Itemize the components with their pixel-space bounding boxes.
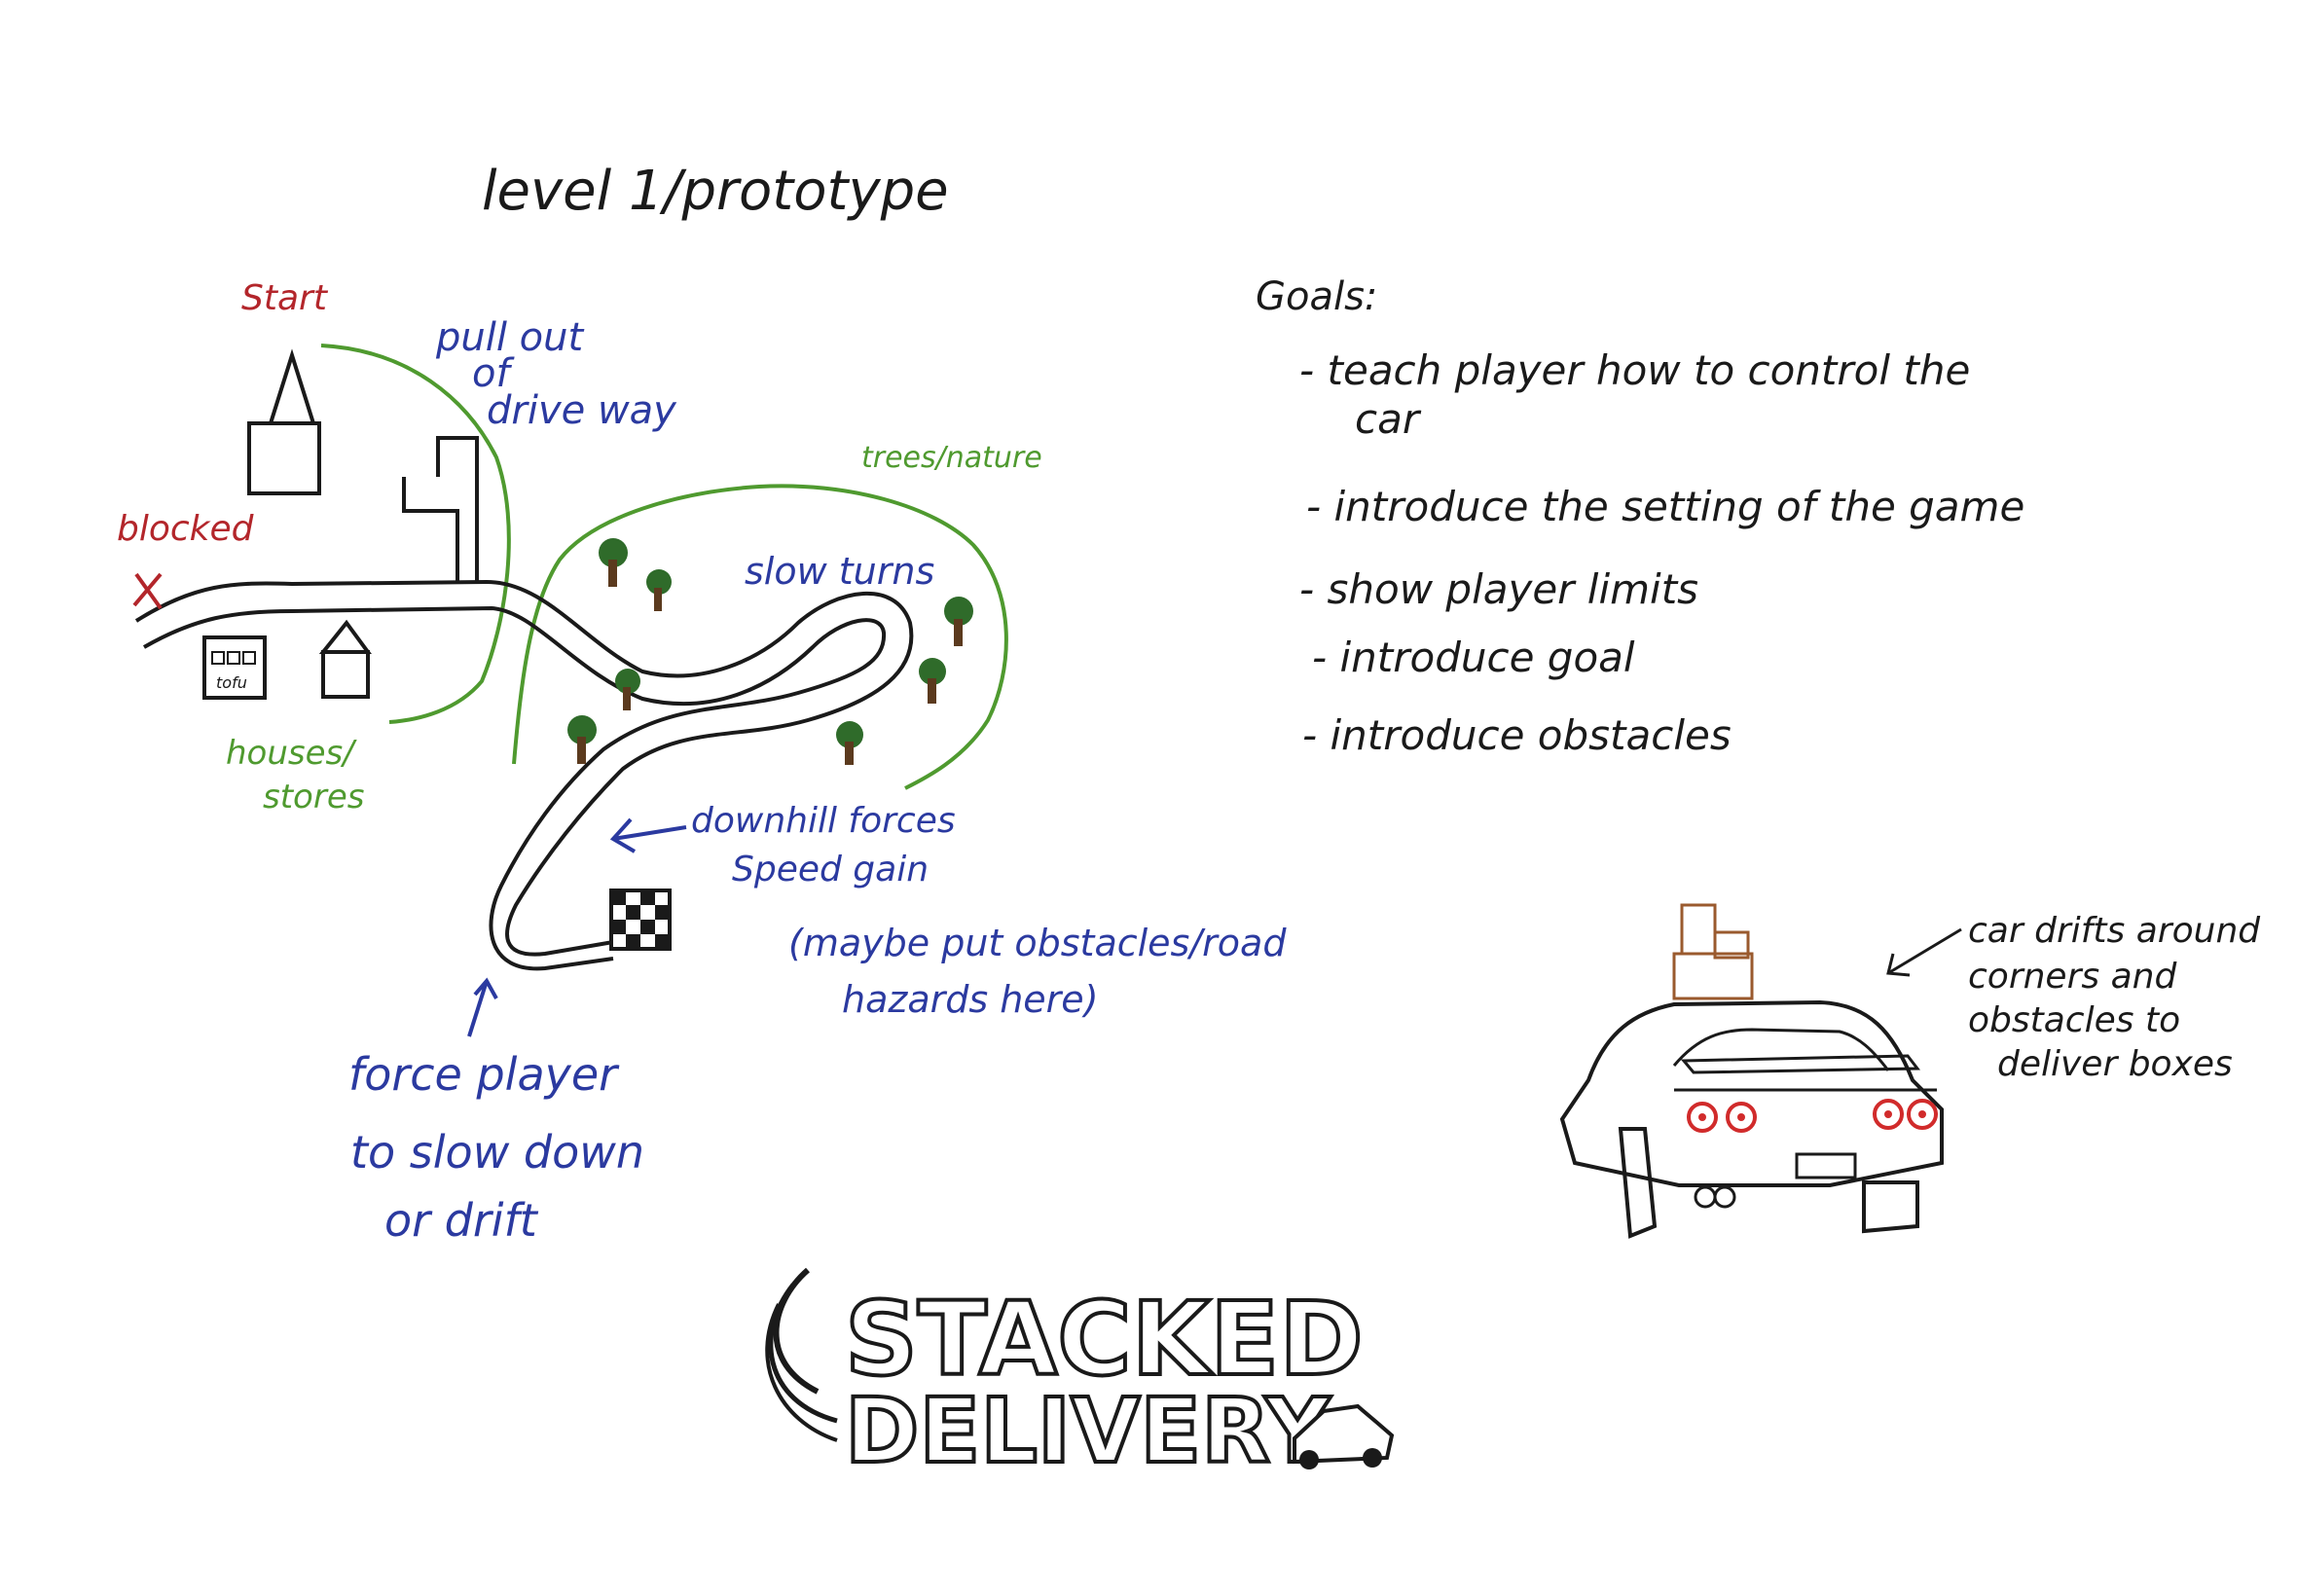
tree-icon (919, 658, 946, 704)
car-note-line-4: deliver boxes (1997, 1044, 2233, 1084)
goals-list: Goals: - teach player how to control the… (1256, 274, 2024, 759)
slow-turns-note: slow turns (745, 550, 934, 593)
goal-item: - teach player how to control the (1299, 346, 1970, 394)
obstacles-note-line-2: hazards here) (842, 978, 1099, 1021)
store-sign-text: tofu (216, 673, 247, 692)
page-title: level 1/prototype (482, 160, 949, 223)
finish-flag-icon (609, 889, 672, 951)
goal-item-continued: car (1355, 395, 1422, 443)
game-logo: STACKED DELIVERY (765, 1267, 1395, 1485)
start-label: Start (241, 278, 329, 318)
goals-heading: Goals: (1256, 274, 1377, 319)
blocked-label: blocked (117, 509, 255, 549)
tree-icon (567, 715, 597, 764)
tofu-store-icon: tofu (202, 635, 267, 700)
blocked-x-icon (132, 572, 163, 610)
goal-item: - introduce the setting of the game (1306, 483, 2024, 530)
driveway-note-line-3: drive way (487, 388, 677, 433)
obstacles-note-line-1: (maybe put obstacles/road (788, 922, 1287, 964)
houses-label-line-2: stores (263, 778, 364, 816)
road-inner (143, 605, 887, 971)
tail-light-icon (1907, 1099, 1938, 1130)
tree-icon (599, 538, 628, 587)
car-note-line-3: obstacles to (1968, 1000, 2180, 1040)
logo-line-1: STACKED (845, 1280, 1364, 1398)
speed-lines-icon (765, 1267, 838, 1442)
logo-car-icon (1293, 1403, 1395, 1469)
houses-label-line-1: houses/ (226, 734, 357, 773)
goal-item: - introduce goal (1312, 634, 1635, 681)
driveway-note-line-1: pull out (435, 315, 585, 360)
small-house-icon (318, 619, 372, 699)
downhill-note-line-1: downhill forces (691, 801, 956, 841)
tree-icon (615, 669, 640, 710)
force-note-line-2: to slow down (350, 1126, 644, 1179)
tree-icon (646, 569, 672, 611)
houses-region-border (320, 344, 511, 724)
tail-light-icon (1873, 1099, 1904, 1130)
goal-item: - show player limits (1299, 565, 1698, 613)
downhill-note-line-2: Speed gain (732, 850, 929, 889)
car-note-line-1: car drifts around (1968, 911, 2261, 951)
downhill-arrow-icon (609, 817, 687, 853)
force-arrow-icon (467, 977, 498, 1037)
driveway (402, 436, 479, 582)
tree-icon (836, 721, 863, 765)
car-note-line-2: corners and (1968, 957, 2177, 997)
trees-label: trees/nature (861, 441, 1042, 475)
force-note-line-3: or drift (384, 1194, 539, 1247)
tree-icon (944, 597, 973, 646)
start-house-icon (247, 348, 321, 495)
road-outer (134, 579, 914, 957)
logo-line-2: DELIVERY (845, 1379, 1331, 1483)
car-note-arrow-icon (1886, 927, 1962, 977)
level-map: tofu (117, 278, 1287, 1247)
trees-region-border (512, 484, 1008, 790)
goal-item: - introduce obstacles (1302, 711, 1732, 759)
tail-light-icon (1687, 1102, 1718, 1133)
car-note: car drifts around corners and obstacles … (1886, 911, 2261, 1084)
car-drawing (1559, 903, 1944, 1239)
tail-light-icon (1726, 1102, 1757, 1133)
driveway-note-line-2: of (472, 351, 515, 396)
force-note-line-1: force player (348, 1048, 620, 1101)
